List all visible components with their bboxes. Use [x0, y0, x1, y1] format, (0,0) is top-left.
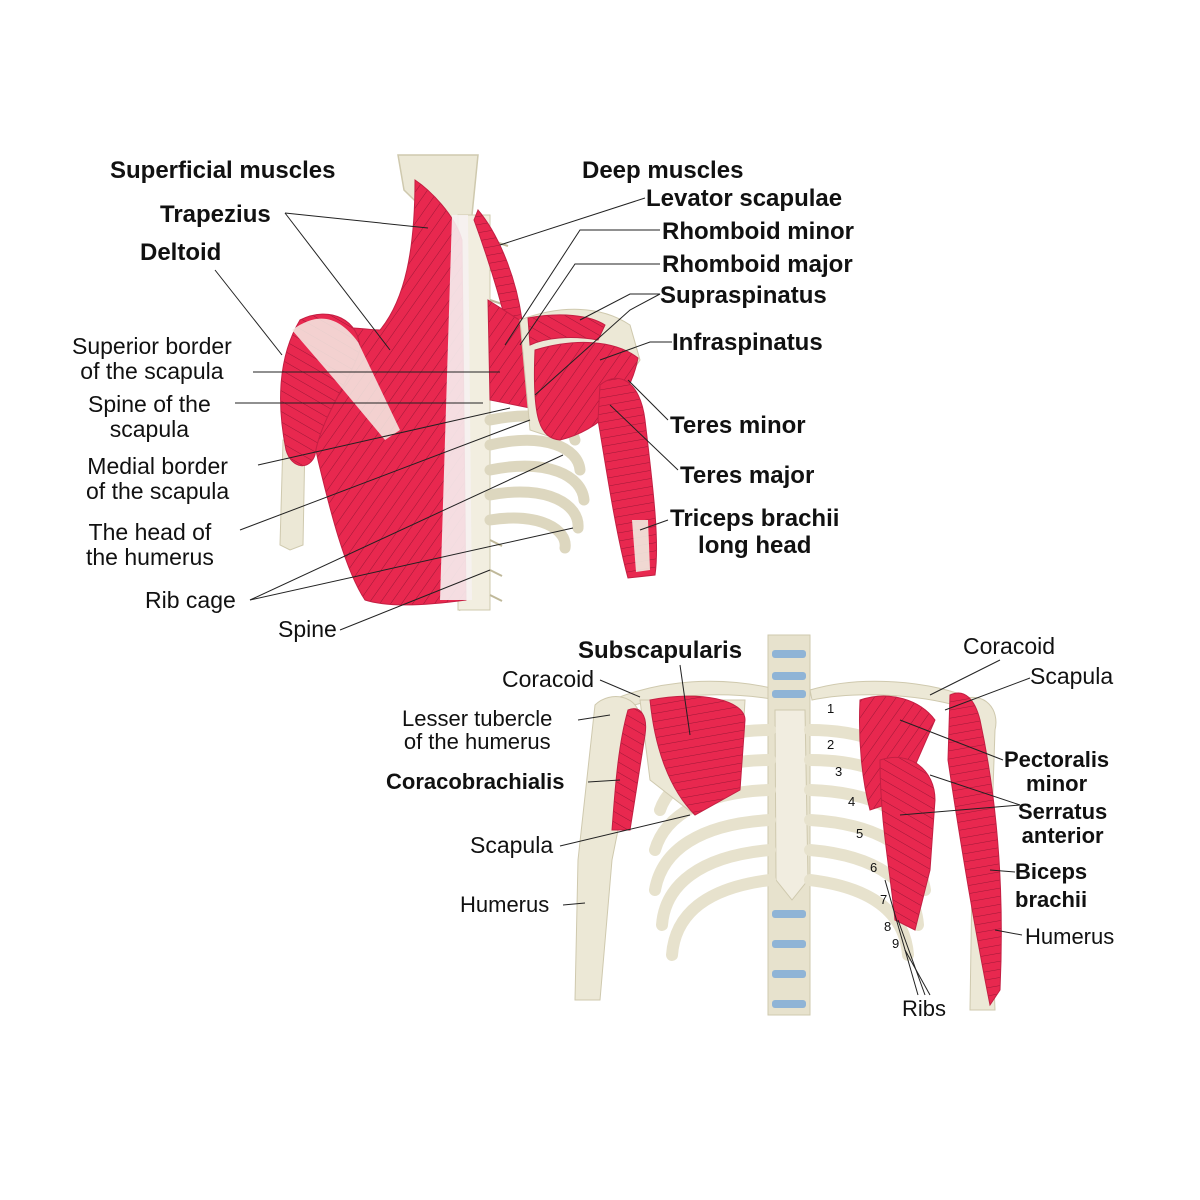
- spine-label: Spine: [278, 616, 337, 642]
- back-view: [214, 154, 679, 631]
- supraspinatus-muscle: [527, 314, 606, 346]
- serratus-anterior-muscle: [879, 756, 936, 931]
- coracobrachialis-muscle: [611, 708, 647, 831]
- head-of-humerus-label: The head of the humerus: [86, 519, 214, 570]
- biceps-muscle: [947, 692, 1002, 1007]
- subscapularis-label: Subscapularis: [578, 637, 743, 664]
- rib-number: 5: [856, 826, 864, 841]
- superficial-muscles-heading: Superficial muscles: [110, 157, 336, 184]
- teres-minor-label: Teres minor: [670, 412, 806, 439]
- medial-border-label: Medial border of the scapula: [86, 453, 230, 504]
- serratus-anterior-label: Serratus anterior: [1018, 799, 1108, 848]
- rib-number: 7: [880, 892, 888, 907]
- biceps-brachii-label: Biceps brachii: [1015, 859, 1088, 912]
- triceps-label: Triceps brachii long head: [670, 505, 840, 559]
- deep-muscles-heading: Deep muscles: [582, 157, 744, 184]
- rib-number: 9: [892, 936, 900, 951]
- rhomboid-major-label: Rhomboid major: [662, 251, 853, 278]
- rib-number: 4: [848, 794, 856, 809]
- trapezius-label: Trapezius: [160, 201, 271, 228]
- back-leader-lines: [214, 197, 679, 631]
- rib-number: 8: [884, 919, 892, 934]
- coracoid-left-label: Coracoid: [502, 666, 595, 692]
- scapula-left-label: Scapula: [470, 832, 554, 858]
- humerus-right-label: Humerus: [1025, 924, 1115, 949]
- rib-number: 3: [835, 764, 843, 779]
- intervertebral-discs: [772, 650, 806, 1008]
- subscapularis-muscle: [649, 695, 746, 816]
- spine-of-scapula-label: Spine of the scapula: [88, 391, 211, 442]
- coracoid-right-label: Coracoid: [963, 633, 1056, 659]
- infraspinatus-label: Infraspinatus: [672, 329, 823, 356]
- lesser-tubercle-label: Lesser tubercle of the humerus: [402, 706, 553, 754]
- teres-major-label: Teres major: [680, 462, 815, 489]
- sternum: [774, 709, 809, 901]
- ribs-label: Ribs: [902, 996, 947, 1021]
- front-leader-lines: [559, 659, 1031, 996]
- rib-number: 6: [870, 860, 878, 875]
- spine-stripe: [440, 215, 472, 600]
- trapezius-muscle: [298, 179, 467, 606]
- superior-border-label: Superior border of the scapula: [72, 333, 232, 384]
- deltoid-label: Deltoid: [140, 239, 222, 266]
- rib-number: 2: [827, 737, 835, 752]
- rhomboid-minor-label: Rhomboid minor: [662, 218, 854, 245]
- front-view: [559, 634, 1031, 1016]
- rib-number: 1: [827, 701, 835, 716]
- rib-cage-label: Rib cage: [145, 587, 236, 613]
- humerus-left-label: Humerus: [460, 892, 550, 917]
- scapula-right-label: Scapula: [1030, 663, 1114, 689]
- supraspinatus-label: Supraspinatus: [660, 282, 827, 309]
- triceps-tendon: [632, 520, 650, 572]
- scapula-spine-back: [292, 318, 400, 440]
- pectoralis-minor-label: Pectoralis minor: [1004, 747, 1110, 796]
- levator-scapulae-label: Levator scapulae: [646, 185, 843, 212]
- coracobrachialis-label: Coracobrachialis: [386, 769, 565, 794]
